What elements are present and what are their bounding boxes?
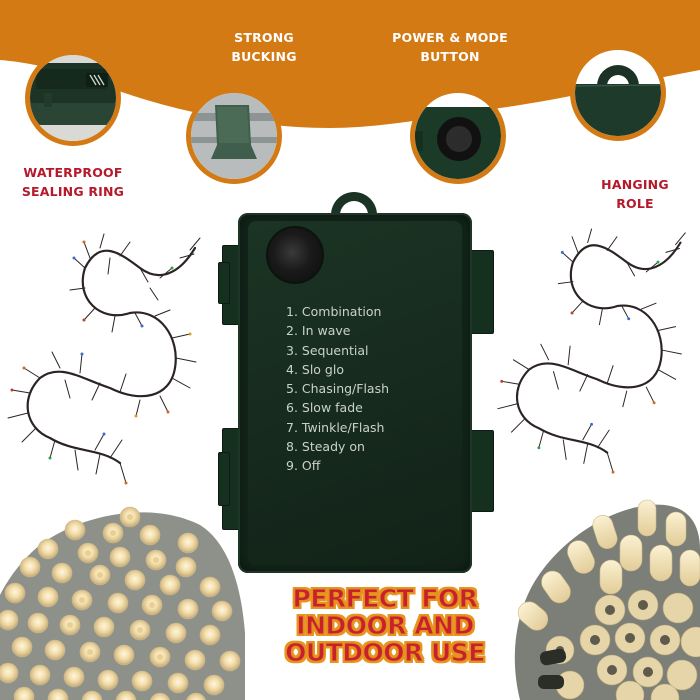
left-hinge-bottom-clip [218,452,230,506]
hanging-role-callout [570,45,666,141]
mode-list: 1. Combination 2. In wave 3. Sequential … [286,302,389,476]
orange-banner-wave [0,0,700,128]
mode-item: 7. Twinkle/Flash [286,419,385,435]
power-mode-button[interactable] [266,226,324,284]
left-cluster-string-lights [7,233,201,485]
power-mode-button-callout [410,88,506,184]
strong-bucking-callout [186,88,282,184]
battery-box-corner-icon [30,55,116,141]
indoor-outdoor-tagline: PERFECT FOR INDOOR AND OUTDOOR USE [285,584,486,667]
left-hinge-top-clip [218,262,230,304]
power-button-icon [415,93,501,179]
mode-item: 1. Combination [286,304,382,319]
strong-bucking-label: STRONG BUCKING [231,30,297,64]
hanging-loop-icon [575,50,661,136]
mode-item: 3. Sequential [286,342,369,358]
waterproof-sealing-ring-label: WATERPROOF SEALING RING [21,165,125,199]
clip-buckle-icon [191,93,277,179]
bottom-left-warm-led-bulbs [0,506,245,700]
mode-item: 5. Chasing/Flash [286,381,390,397]
right-cluster-string-lights [497,228,686,474]
mode-item: 9. Off [286,458,321,474]
bottom-right-warm-led-bulbs [514,499,700,700]
mode-item: 6. Slow fade [286,400,363,416]
power-mode-button-label: POWER & MODE BUTTON [392,30,508,64]
hanging-loop [331,192,377,226]
mode-item: 8. Steady on [286,439,365,455]
mode-item: 2. In wave [286,323,351,339]
mode-item: 4. Slo glo [286,361,344,377]
sealing-ring-callout [25,50,121,146]
hanging-role-label: HANGING ROLE [601,177,669,211]
